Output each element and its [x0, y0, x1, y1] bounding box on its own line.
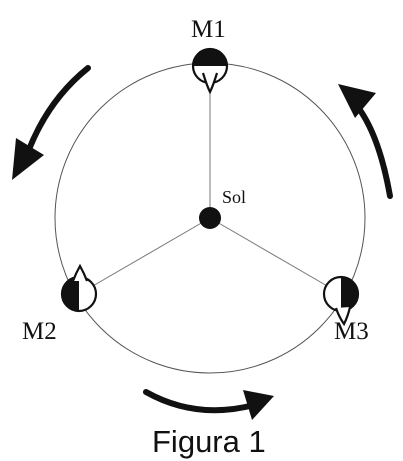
sun-marker	[199, 207, 221, 229]
moon-m2	[62, 266, 96, 311]
rotation-arrow-upper-left	[12, 68, 88, 180]
moon-m2-label: M2	[22, 318, 57, 345]
moon-m3-label: M3	[334, 318, 369, 345]
figure-caption: Figura 1	[152, 424, 266, 459]
sun-label: Sol	[222, 187, 246, 207]
radius-line-m2	[79, 218, 210, 294]
moon-m1-label: M1	[191, 16, 226, 43]
rotation-arrow-right	[338, 84, 390, 196]
moon-m1	[193, 49, 227, 92]
radius-line-m3	[210, 218, 341, 294]
rotation-arrow-bottom	[146, 390, 274, 420]
